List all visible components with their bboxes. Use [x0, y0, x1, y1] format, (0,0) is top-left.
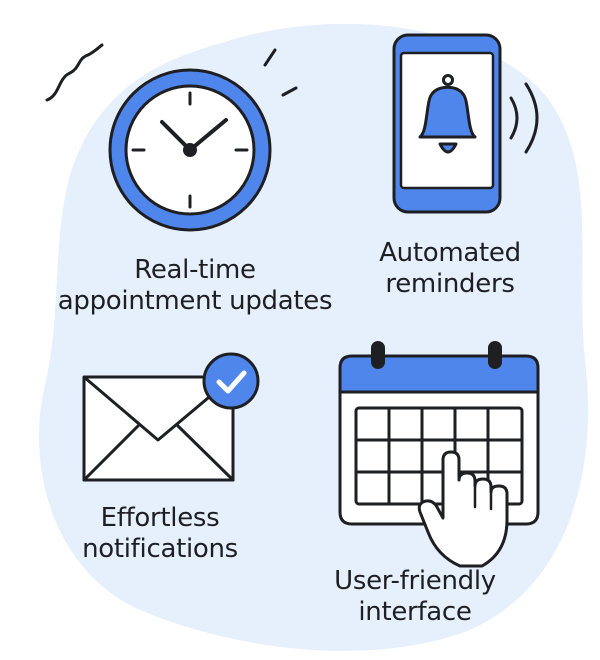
squiggle-accent — [45, 43, 104, 102]
feature-label-line: Real-time — [134, 255, 256, 285]
feature-label-line: reminders — [385, 269, 515, 299]
bell-body — [418, 85, 477, 139]
bell-clapper — [438, 142, 458, 154]
bell-top — [442, 74, 454, 86]
hand-finger-lines — [473, 485, 493, 511]
envelope-flap — [83, 375, 234, 442]
feature-label-realtime: Real-time appointment updates — [40, 255, 350, 317]
feature-label-line: interface — [358, 597, 472, 627]
ring-mark-1 — [263, 48, 277, 67]
clock-icon — [45, 43, 298, 232]
vibration-wave-inner — [509, 96, 519, 140]
calendar-hand-icon — [338, 341, 540, 568]
feature-label-line: notifications — [82, 534, 238, 564]
feature-label-notifications: Effortless notifications — [50, 503, 270, 565]
clock-minute-hand — [188, 118, 228, 152]
clock-center — [183, 143, 197, 157]
smartphone-bell-icon — [392, 33, 539, 214]
feature-label-interface: User-friendly interface — [300, 566, 530, 628]
clock-ticks — [131, 91, 249, 209]
check-mark — [216, 370, 247, 394]
feature-label-line: Effortless — [100, 503, 220, 533]
feature-label-line: User-friendly — [334, 566, 496, 596]
vibration-wave-outer — [524, 82, 539, 154]
calendar-ring-right — [488, 341, 502, 369]
ring-mark-2 — [281, 86, 298, 97]
check-badge — [202, 352, 260, 410]
envelope-check-icon — [82, 352, 260, 482]
envelope-folds — [82, 424, 235, 482]
feature-label-line: Automated — [379, 238, 521, 268]
feature-label-line: appointment updates — [57, 286, 333, 316]
calendar-ring-left — [371, 341, 385, 369]
calendar-header — [338, 354, 540, 394]
feature-label-reminders: Automated reminders — [340, 238, 560, 300]
